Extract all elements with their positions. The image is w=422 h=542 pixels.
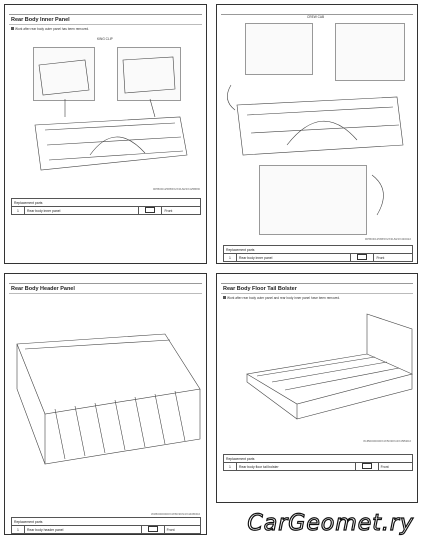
figure-label: CREW CAB xyxy=(307,15,325,19)
manual-page-1: Rear Body Inner Panel Work after rear bo… xyxy=(4,4,207,264)
page-header xyxy=(221,277,413,284)
page-title: Rear Body Header Panel xyxy=(11,286,75,292)
inner-panel-illustration xyxy=(227,84,404,216)
page-header xyxy=(221,8,413,15)
front-arrow-icon xyxy=(361,463,372,469)
detail-figure-left xyxy=(245,23,313,75)
detail-figure-bottom xyxy=(259,165,367,235)
figure-code: RPB0D125865X2X3HW4X430022 xyxy=(364,237,411,241)
replacement-parts-table: Replacement parts 1 Rear body header pan… xyxy=(11,517,202,534)
figure-code: WJB0000000X4X5D3KN4X440B302 xyxy=(150,512,200,516)
detail-figure-left xyxy=(33,47,95,101)
table-row: 1 Rear body header panel Front xyxy=(11,525,202,534)
watermark-logo: CarGeomet.ry xyxy=(247,510,414,536)
manual-page-2: CREW CAB RPB0D125865X2X3HW4X430022 Repla… xyxy=(216,4,418,264)
note: Work after rear body outer panel has bee… xyxy=(11,27,89,31)
page-title: Rear Body Inner Panel xyxy=(11,17,70,23)
manual-page-3: Rear Body Header Panel WJB0000000X4X5D3K… xyxy=(4,273,207,535)
front-arrow-icon xyxy=(145,207,156,213)
table-header: Replacement parts xyxy=(11,198,201,207)
page-header xyxy=(9,8,202,15)
inner-panel-illustration xyxy=(34,56,188,171)
title-bar xyxy=(221,284,413,294)
page-title: Rear Body Floor Tail Bolster xyxy=(223,286,297,292)
note-text: Work after rear body outer panel and rea… xyxy=(227,296,340,300)
note-icon xyxy=(11,27,14,30)
table-header: Replacement parts xyxy=(11,517,201,526)
table-row: 1 Rear body inner panel Front xyxy=(223,253,413,262)
title-bar xyxy=(9,15,202,25)
figure-code: RPB0D125865X2X3HW4X425B8D xyxy=(153,187,200,191)
page-header xyxy=(9,277,202,284)
note-icon xyxy=(223,296,226,299)
table-row: 1 Rear body floor tail bolster Front xyxy=(223,462,414,471)
manual-page-4: Rear Body Floor Tail Bolster Work after … xyxy=(216,273,418,503)
note: Work after rear body outer panel and rea… xyxy=(223,296,340,300)
replacement-parts-table: Replacement parts 1 Rear body inner pane… xyxy=(11,198,201,215)
detail-figure-right xyxy=(117,47,181,101)
header-panel-illustration xyxy=(16,333,201,465)
note-text: Work after rear body outer panel has bee… xyxy=(15,27,90,31)
floor-tail-bolster-illustration xyxy=(246,313,413,420)
front-arrow-icon xyxy=(147,526,158,532)
figure-code: WJB0000000X4X5D3KN4X45B3D2 xyxy=(363,439,411,443)
figure-label: KING CLIP xyxy=(97,37,113,41)
front-arrow-icon xyxy=(357,254,368,260)
detail-figure-right xyxy=(335,23,405,81)
table-header: Replacement parts xyxy=(223,454,413,463)
replacement-parts-table: Replacement parts 1 Rear body floor tail… xyxy=(223,454,414,471)
replacement-parts-table: Replacement parts 1 Rear body inner pane… xyxy=(223,245,413,262)
table-header: Replacement parts xyxy=(223,245,413,254)
table-row: 1 Rear body inner panel Front xyxy=(11,206,201,215)
title-bar xyxy=(9,284,202,294)
